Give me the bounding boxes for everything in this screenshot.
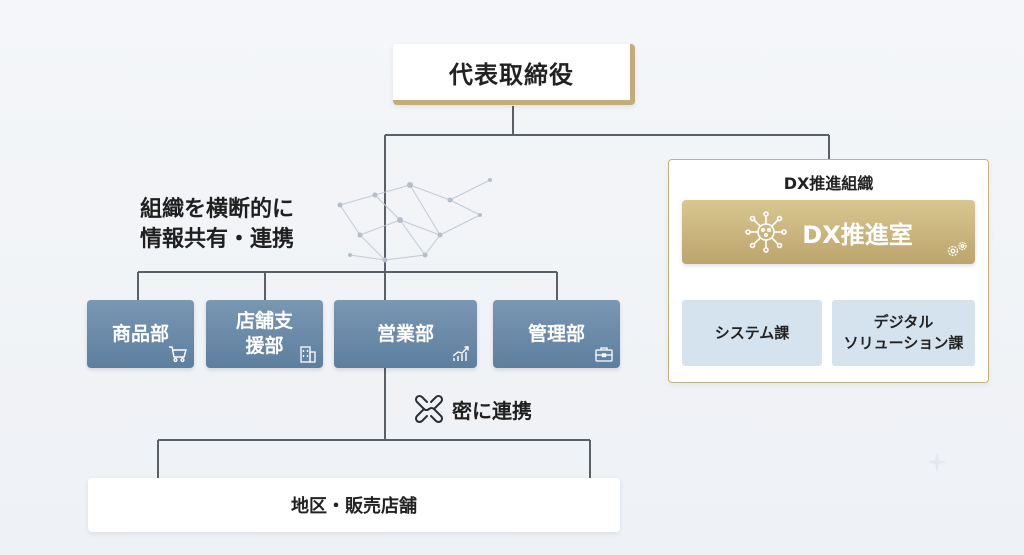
section-label: デジタル ソリューション課: [843, 313, 964, 352]
dx-promotion-office: DX推進室: [682, 200, 975, 264]
network-hub-icon: [745, 211, 788, 253]
caption-line-1: 組織を横断的に: [140, 197, 295, 222]
dx-section-digital-solutions: デジタル ソリューション課: [832, 300, 975, 366]
building-icon: [300, 346, 316, 363]
caption-line-2: 情報共有・連携: [140, 227, 295, 252]
cross-functional-caption: 組織を横断的に 情報共有・連携: [140, 195, 340, 255]
growth-chart-icon: [452, 346, 469, 361]
section-label: システム課: [714, 323, 790, 342]
regional-stores-box: 地区・販売店舗: [88, 478, 620, 532]
dept-merchandise: 商品部: [87, 300, 194, 368]
briefcase-icon: [595, 347, 613, 362]
dx-organization-title: DX推進組織: [783, 174, 874, 193]
collaboration-label: 密に連携: [452, 398, 532, 423]
cart-icon: [169, 346, 187, 363]
network-graphic: [337, 178, 492, 263]
link-icon: [414, 394, 444, 424]
dept-sales: 営業部: [334, 300, 477, 368]
dept-label: 商品部: [111, 322, 169, 345]
dept-label: 店舗支 援部: [235, 310, 293, 357]
close-collaboration-note: 密に連携: [414, 393, 532, 425]
dx-office-label: DX推進室: [802, 220, 913, 249]
dept-store-support: 店舗支 援部: [206, 300, 323, 368]
gears-icon: [947, 241, 967, 257]
sparkle-icon: [927, 452, 947, 472]
ceo-box: 代表取締役: [393, 44, 635, 105]
dept-label: 管理部: [527, 322, 585, 345]
dx-section-system: システム課: [682, 300, 822, 366]
ceo-label: 代表取締役: [449, 60, 574, 89]
regional-label: 地区・販売店舗: [291, 496, 417, 517]
dept-label: 営業部: [376, 322, 434, 345]
dept-administration: 管理部: [493, 300, 620, 368]
